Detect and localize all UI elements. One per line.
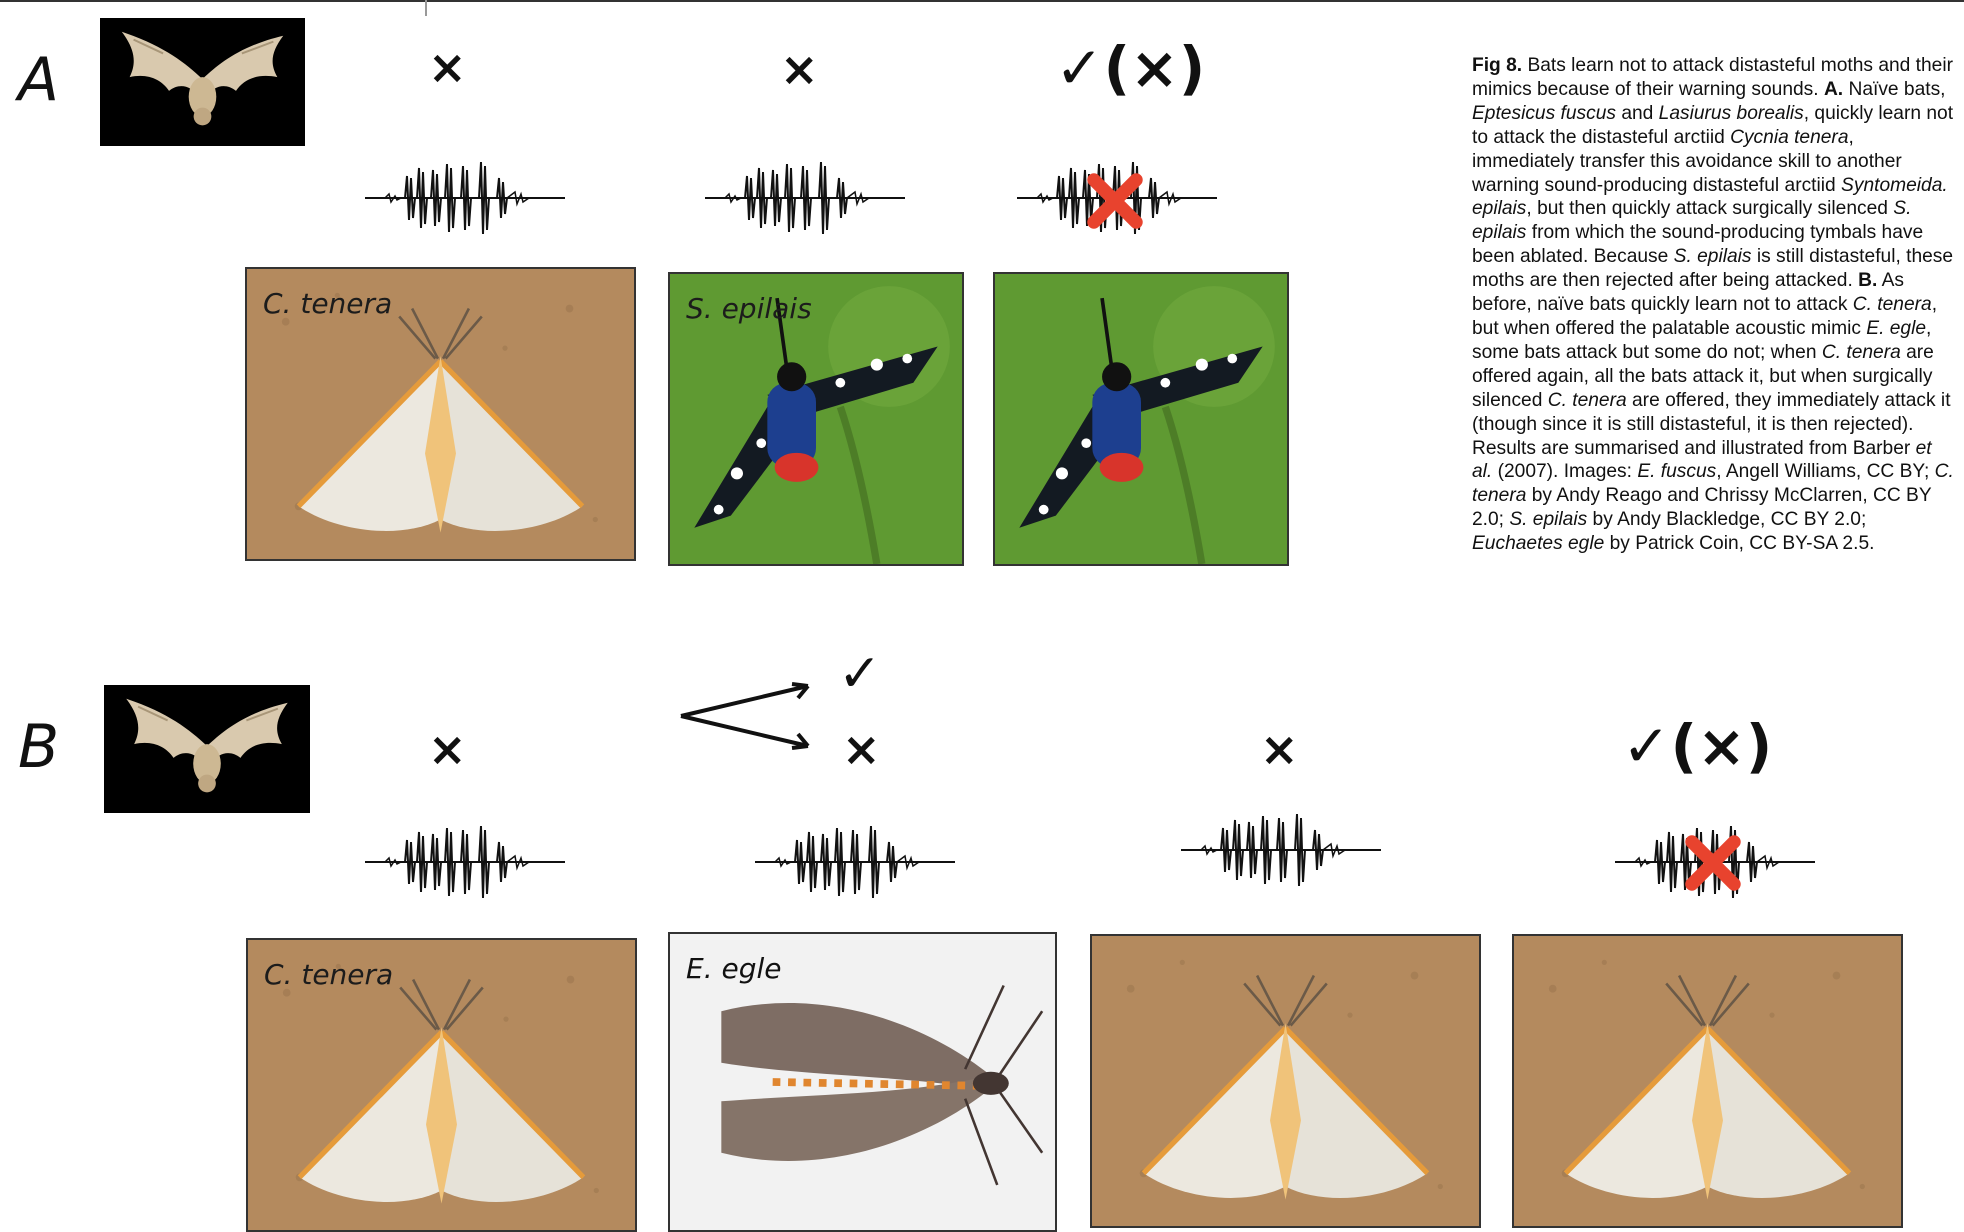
- top-tick: [425, 0, 427, 16]
- warning-sound-waveform: [700, 148, 910, 248]
- moth-photo-c-tenera: [1090, 934, 1481, 1228]
- moth-photo-c-tenera-silenced: [1512, 934, 1903, 1228]
- moth-photo-c-tenera: C. tenera: [245, 267, 636, 561]
- moth-photo-s-epilais-silenced: [993, 272, 1289, 566]
- panel-b-col2-mark-lower: ×: [842, 722, 881, 776]
- panel-a-col3-mark: ✓(×): [1055, 34, 1205, 102]
- photo-label: C. tenera: [264, 958, 393, 991]
- warning-sound-waveform: [360, 812, 570, 912]
- figure-caption: Fig 8. Bats learn not to attack distaste…: [1472, 54, 1956, 556]
- silenced-cross-icon: [1680, 830, 1746, 896]
- panel-a-col1-mark: ×: [428, 40, 467, 94]
- moth-photo-s-epilais: S. epilais: [668, 272, 964, 566]
- warning-sound-waveform: [360, 148, 570, 248]
- top-rule: [0, 0, 1964, 2]
- silenced-cross-icon: [1082, 168, 1148, 234]
- photo-label: S. epilais: [686, 292, 812, 325]
- panel-a-label: A: [18, 45, 59, 115]
- bat-image-a: [100, 18, 305, 146]
- mimic-sound-waveform: [750, 812, 960, 912]
- bat-image-b: [104, 685, 310, 813]
- warning-sound-waveform: [1176, 800, 1386, 900]
- branch-arrows: [676, 676, 816, 756]
- panel-a-col2-mark: ×: [780, 42, 819, 96]
- panel-b-label: B: [18, 712, 59, 782]
- photo-label: C. tenera: [263, 287, 392, 320]
- panel-b-col4-mark: ✓(×): [1622, 712, 1772, 780]
- panel-b-col2-mark-upper: ✓: [838, 644, 882, 704]
- moth-photo-e-egle: E. egle: [668, 932, 1057, 1232]
- panel-b-col1-mark: ×: [428, 722, 467, 776]
- panel-b-col3-mark: ×: [1260, 722, 1299, 776]
- moth-photo-c-tenera: C. tenera: [246, 938, 637, 1232]
- photo-label: E. egle: [686, 952, 782, 985]
